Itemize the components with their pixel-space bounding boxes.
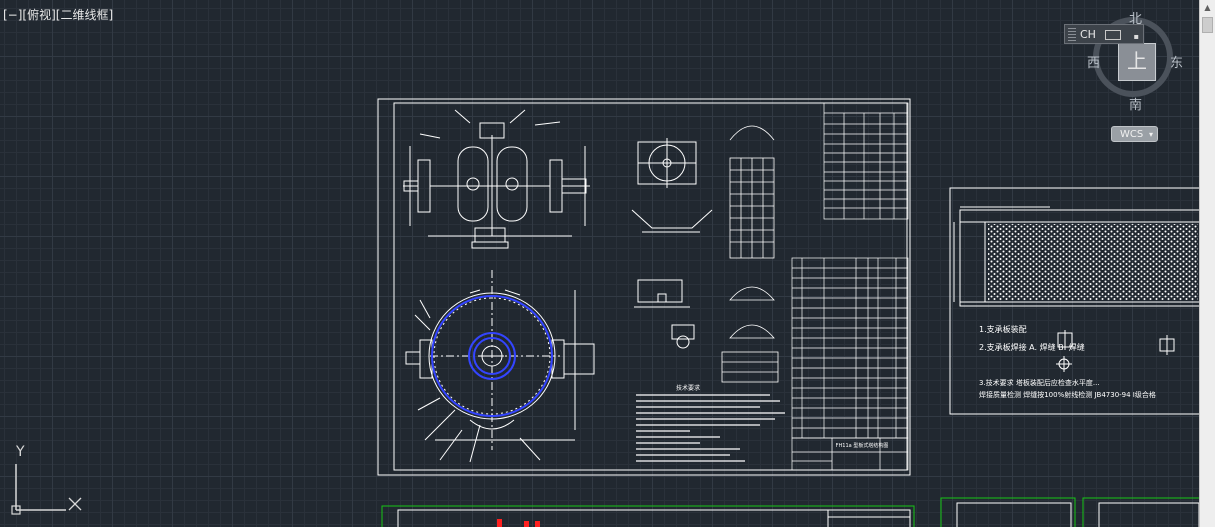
detail-views [631, 138, 713, 349]
right-note-4: 焊接质量检测 焊缝按100%射线检测 JB4730-94 I级合格 [979, 390, 1156, 399]
keyboard-icon[interactable] [1105, 30, 1122, 40]
compass-south[interactable]: 南 [1129, 98, 1143, 113]
mesh-panel [721, 125, 779, 383]
scroll-up-arrow-icon[interactable]: ▲ [1204, 3, 1211, 12]
elevation-view [403, 109, 590, 249]
right-note-3: 3.技术要求 塔板装配后应检查水平度... [979, 378, 1100, 387]
right-note-2: 2.支承板焊接 A. 焊缝 B. 焊缝 [979, 342, 1085, 352]
title-block-name: FH11a 型板式塔结构图 [836, 442, 889, 449]
ime-toolbar[interactable]: CH ▪ [1064, 24, 1144, 44]
perforated-plate [988, 224, 1198, 300]
ucs-y-label: Y [15, 444, 25, 460]
ucs-icon: Y X [11, 444, 82, 515]
main-drawing-sheet[interactable] [377, 98, 911, 476]
wcs-menu-button[interactable]: WCS ▾ [1111, 126, 1158, 142]
right-note-1: 1.支承板装配 [979, 324, 1027, 334]
plan-hub [480, 345, 504, 367]
drag-handle-icon[interactable] [1068, 28, 1076, 42]
chevron-down-icon: ▾ [1148, 130, 1153, 139]
title-block [791, 437, 909, 471]
viewcube-top-face[interactable]: 上 [1118, 43, 1156, 81]
ime-language[interactable]: CH [1080, 28, 1096, 41]
right-drawing-sheet[interactable] [949, 187, 1199, 415]
ime-options-icon[interactable]: ▪ [1133, 32, 1139, 41]
parts-list [791, 257, 909, 439]
viewcube-compass-ring[interactable] [1093, 17, 1173, 97]
bottom-drawing-sheets[interactable] [381, 497, 1199, 527]
compass-east[interactable]: 东 [1170, 56, 1184, 71]
plan-view-highlight [431, 295, 553, 417]
bottom-red-markers [497, 519, 540, 527]
vertical-scrollbar[interactable]: ▲ [1199, 0, 1215, 527]
viewport-controls-menu[interactable]: [−] [3, 8, 23, 22]
wcs-label: WCS [1120, 129, 1144, 140]
scrollbar-thumb[interactable] [1202, 17, 1213, 33]
notes-title: 技术要求 [676, 384, 700, 392]
view-menu[interactable]: [俯视] [22, 8, 56, 22]
notes-text-lines [636, 394, 785, 462]
compass-west[interactable]: 西 [1087, 56, 1101, 71]
compass-north[interactable]: 北 [1129, 12, 1143, 27]
material-table-top [823, 102, 909, 220]
visual-style-menu[interactable]: [二维线框] [55, 8, 114, 22]
plan-view [405, 270, 595, 463]
viewport-label: [−][俯视][二维线框] [3, 6, 113, 23]
